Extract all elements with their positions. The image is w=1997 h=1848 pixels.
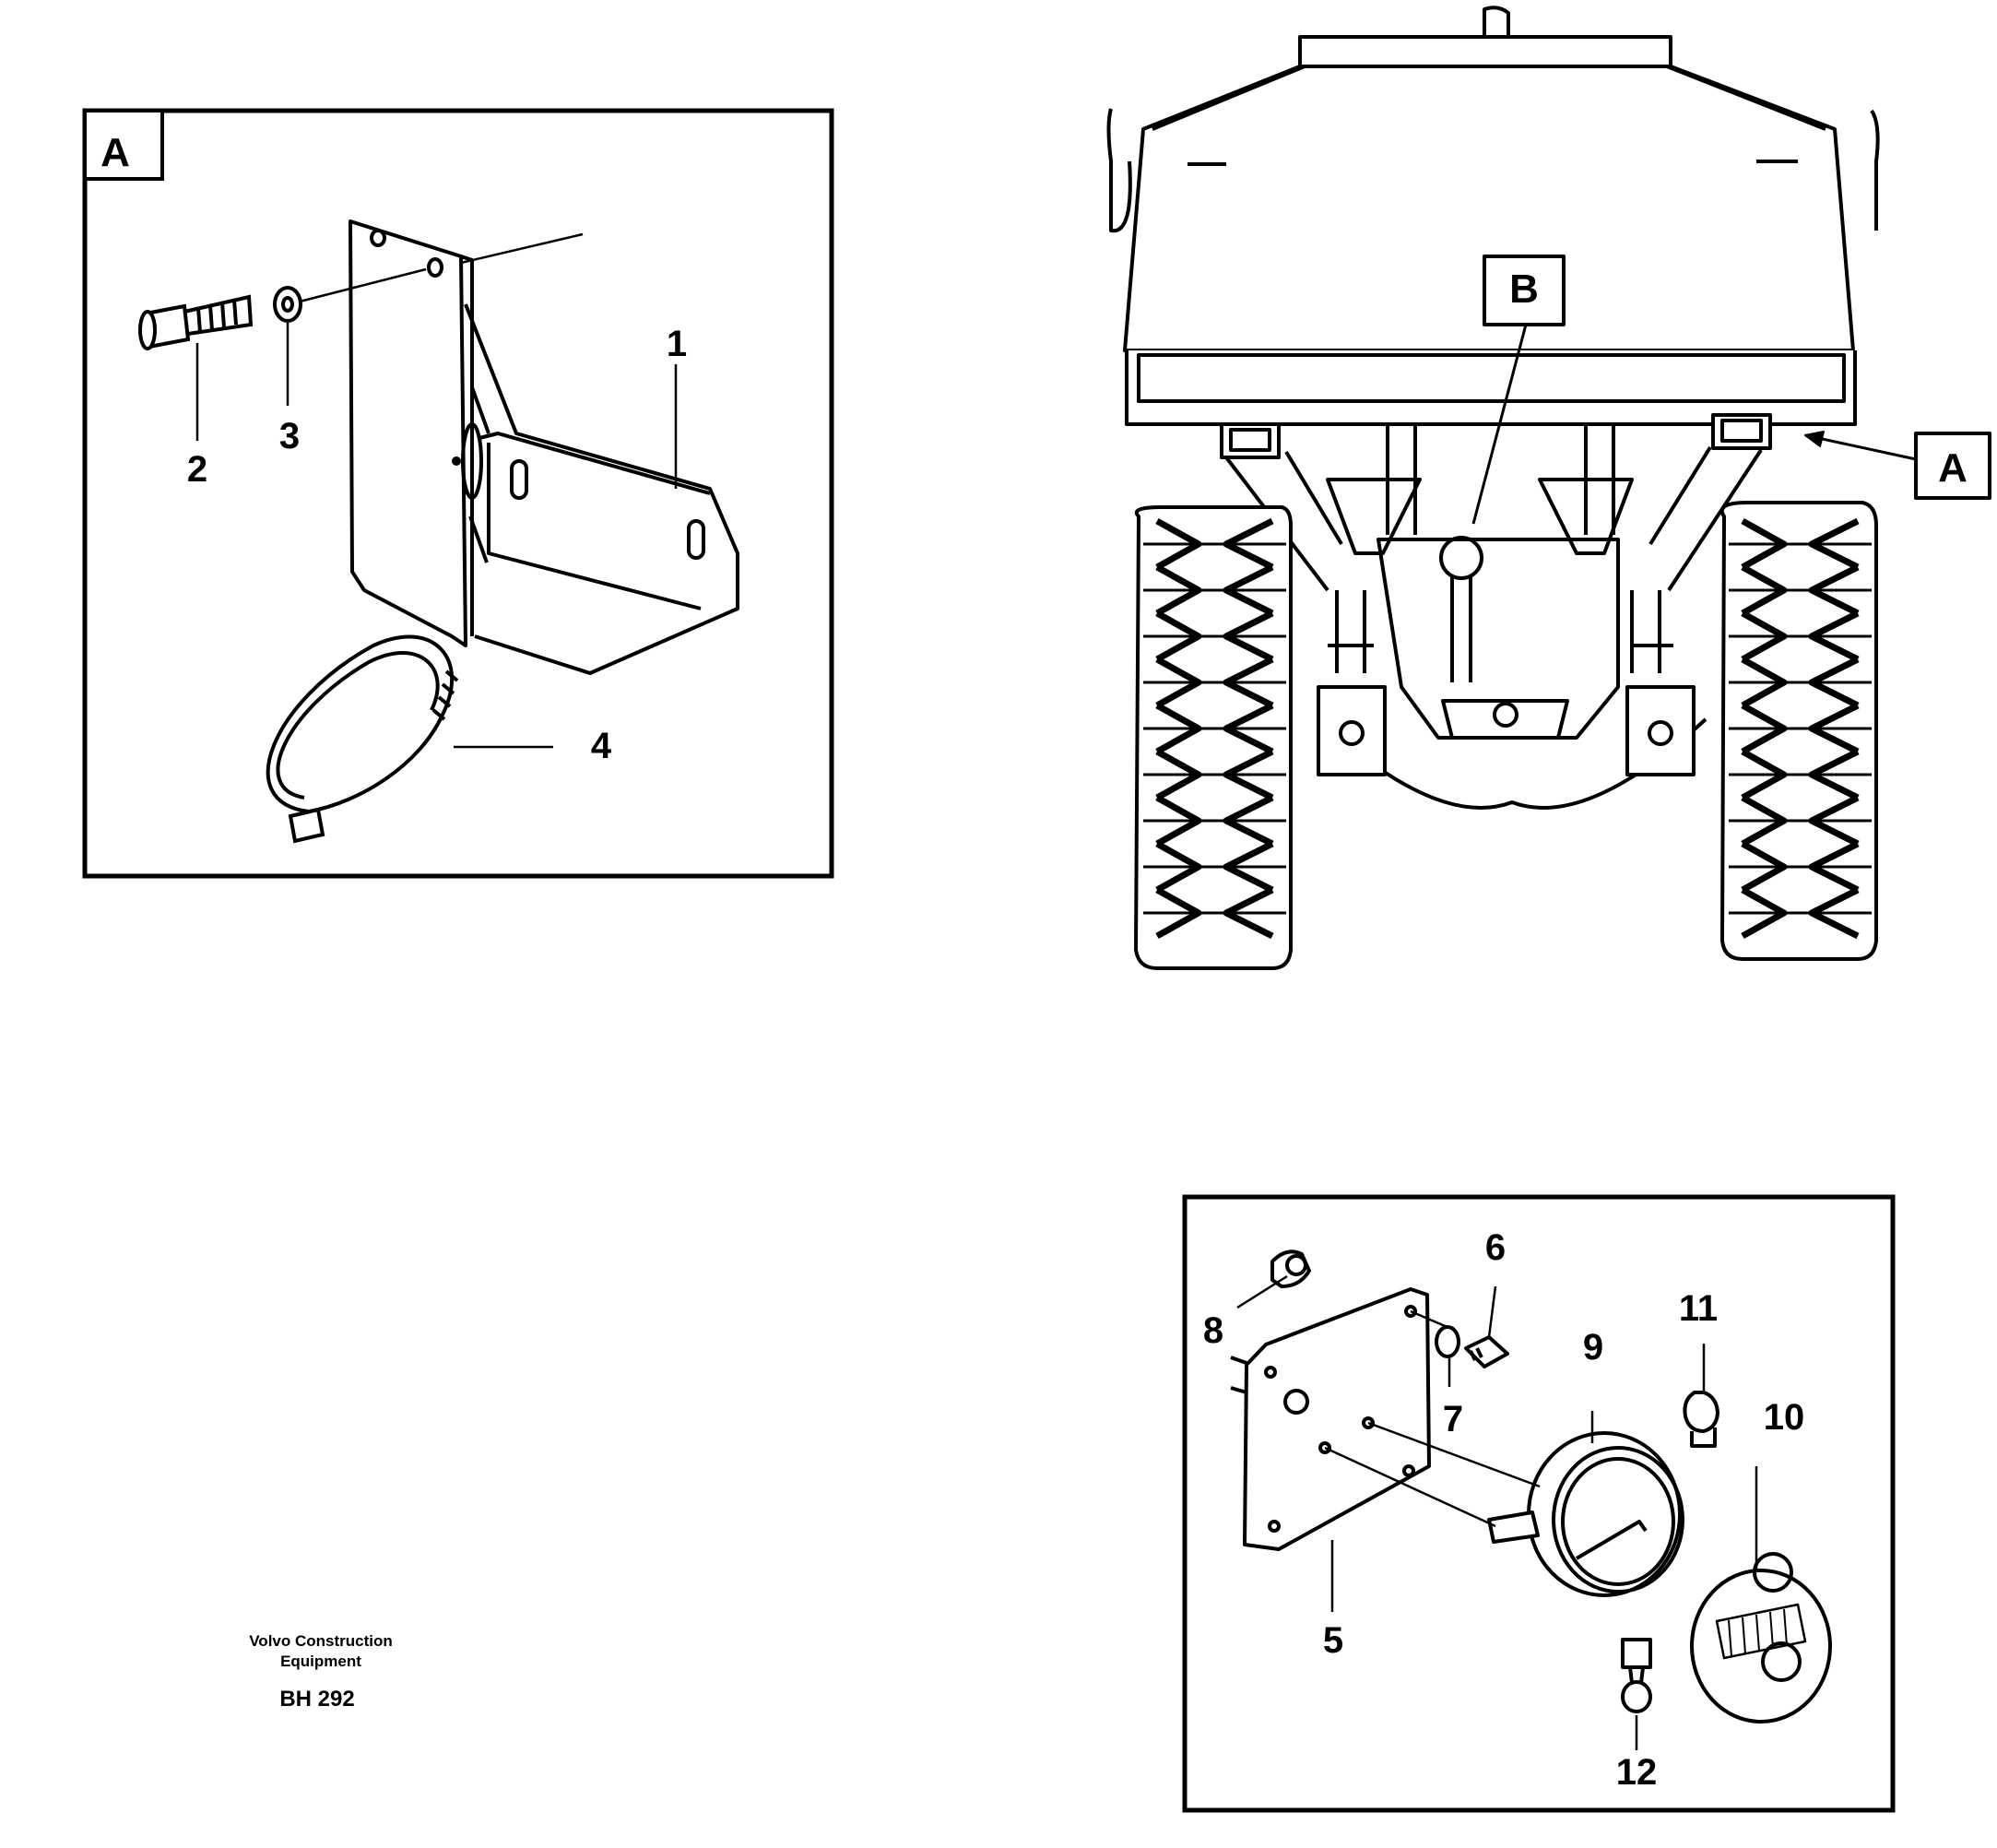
tag-b-leader <box>1471 324 1528 525</box>
screw-6 <box>1464 1335 1509 1368</box>
truck-tag-a: A <box>1938 445 1967 491</box>
bulb-11 <box>1683 1391 1719 1433</box>
lamp-leaders <box>1236 1274 1758 1750</box>
mounting-plate <box>1243 1287 1431 1551</box>
panel-a-tag-box <box>83 109 164 181</box>
callout-6: 6 <box>1485 1227 1506 1268</box>
body-top-rail <box>1298 35 1672 68</box>
callout-9: 9 <box>1583 1327 1603 1368</box>
panel-a-leaders <box>195 232 678 749</box>
callout-1: 1 <box>667 324 687 364</box>
body-top-eye <box>1483 6 1510 39</box>
credit-line-1: Volvo Construction <box>249 1632 393 1650</box>
bolt-drawing <box>138 294 254 350</box>
panel-a-tag: A <box>100 130 130 175</box>
axle-housing <box>1377 538 1620 740</box>
truck-rear-view <box>1106 6 1991 970</box>
tag-a-leader <box>1804 433 1917 461</box>
callout-2: 2 <box>187 449 207 490</box>
callout-12: 12 <box>1616 1752 1658 1793</box>
left-tyre <box>1134 505 1293 970</box>
right-suspension <box>1538 478 1634 555</box>
bulb-12 <box>1621 1638 1652 1669</box>
panel-lamp: 5 6 7 8 9 10 11 12 <box>1182 1194 1896 1813</box>
callout-11: 11 <box>1679 1288 1718 1329</box>
tag-a-box <box>1914 432 1991 500</box>
truck-tag-b: B <box>1509 267 1539 312</box>
panel-a: A <box>82 108 834 879</box>
credit-block: Volvo Construction Equipment BH 292 <box>249 1632 393 1712</box>
credit-line-2: Equipment <box>280 1653 361 1670</box>
clamp-drawing <box>266 634 459 844</box>
bracket-drawing <box>349 219 739 675</box>
callout-10: 10 <box>1764 1397 1805 1438</box>
tag-b-box <box>1483 255 1566 326</box>
callout-5: 5 <box>1323 1620 1343 1661</box>
panel-lamp-frame <box>1182 1194 1896 1813</box>
lamp-housing <box>1527 1431 1682 1597</box>
right-tyre <box>1719 501 1878 961</box>
left-suspension <box>1326 478 1422 555</box>
lamp-lens <box>1690 1569 1832 1724</box>
callout-3: 3 <box>279 416 300 456</box>
callout-4: 4 <box>591 726 612 766</box>
right-hub <box>1625 685 1696 776</box>
callout-8: 8 <box>1203 1310 1223 1351</box>
left-hub <box>1317 685 1387 776</box>
drawing-code: BH 292 <box>279 1687 354 1712</box>
tow-eye <box>1439 536 1483 580</box>
panel-a-frame <box>82 108 834 879</box>
callout-7: 7 <box>1443 1399 1463 1439</box>
washer-drawing <box>273 286 302 323</box>
washer-7 <box>1435 1325 1460 1358</box>
